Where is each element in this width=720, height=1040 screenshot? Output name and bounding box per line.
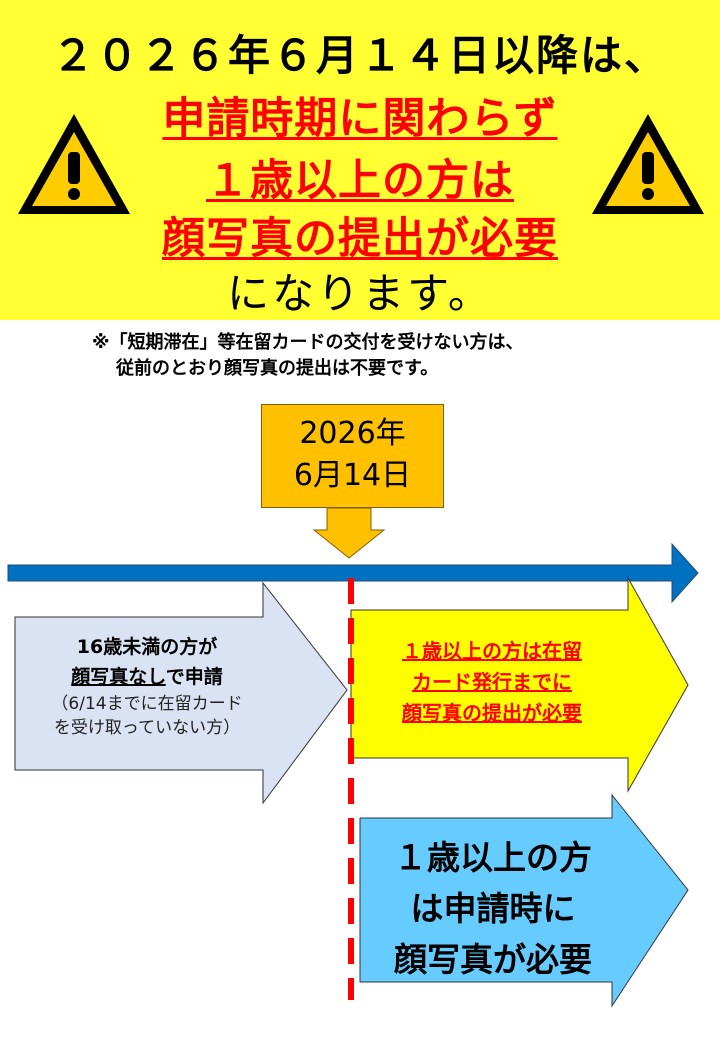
under16-text: 16歳未満の方が 顔写真なしで申請 （6/14までに在留カード を受け取っていな…	[16, 632, 278, 740]
warning-triangle-icon	[18, 114, 130, 214]
blue-line-2: は申請時に	[410, 889, 576, 928]
warning-triangle-icon	[592, 114, 704, 214]
headline-age: １歳以上の方は	[206, 156, 514, 206]
under16-sub-1: （6/14までに在留カード	[51, 694, 243, 714]
exemption-note: ※「短期滞在」等在留カードの交付を受けない方は、 従前のとおり顔写真の提出は不要…	[92, 330, 692, 382]
yellow-line-3: 顔写真の提出が必要	[402, 701, 582, 725]
timeline-arrow	[7, 542, 699, 604]
note-line-1: ※「短期滞在」等在留カードの交付を受けない方は、	[92, 332, 524, 353]
headline-date: ２０２６年６月１４日以降は、	[51, 31, 668, 80]
yellow-line-2: カード発行までに	[412, 670, 572, 694]
date-pointer-arrow	[312, 507, 386, 559]
headline-regardless: 申請時期に関わらず	[162, 94, 558, 144]
blue-line-3: 顔写真が必要	[394, 940, 592, 979]
under16-line-1: 16歳未満の方が	[76, 636, 218, 658]
yellow-arrow-text: １歳以上の方は在留 カード発行までに 顔写真の提出が必要	[356, 636, 628, 729]
yellow-line-1: １歳以上の方は在留	[402, 639, 582, 663]
note-line-2: 従前のとおり顔写真の提出は不要です。	[116, 358, 439, 379]
blue-arrow	[359, 793, 689, 1008]
under16-sub-2: を受け取っていない方）	[53, 718, 241, 738]
under16-no-photo: 顔写真なし	[71, 666, 166, 688]
headline-ending: になります。	[227, 269, 493, 318]
date-year: 2026年	[299, 416, 406, 451]
yellow-arrow	[350, 576, 689, 793]
date-day: 6月14日	[293, 458, 412, 493]
under16-arrow	[14, 581, 348, 805]
header-banner: ２０２６年６月１４日以降は、 申請時期に関わらず １歳以上の方は 顔写真の提出が…	[0, 0, 720, 320]
headline-photo-required: 顔写真の提出が必要	[162, 214, 558, 264]
date-box: 2026年 6月14日	[261, 404, 444, 508]
under16-apply: で申請	[165, 666, 223, 688]
blue-line-1: １歳以上の方	[394, 838, 592, 877]
blue-arrow-text: １歳以上の方 は申請時に 顔写真が必要	[364, 832, 622, 985]
